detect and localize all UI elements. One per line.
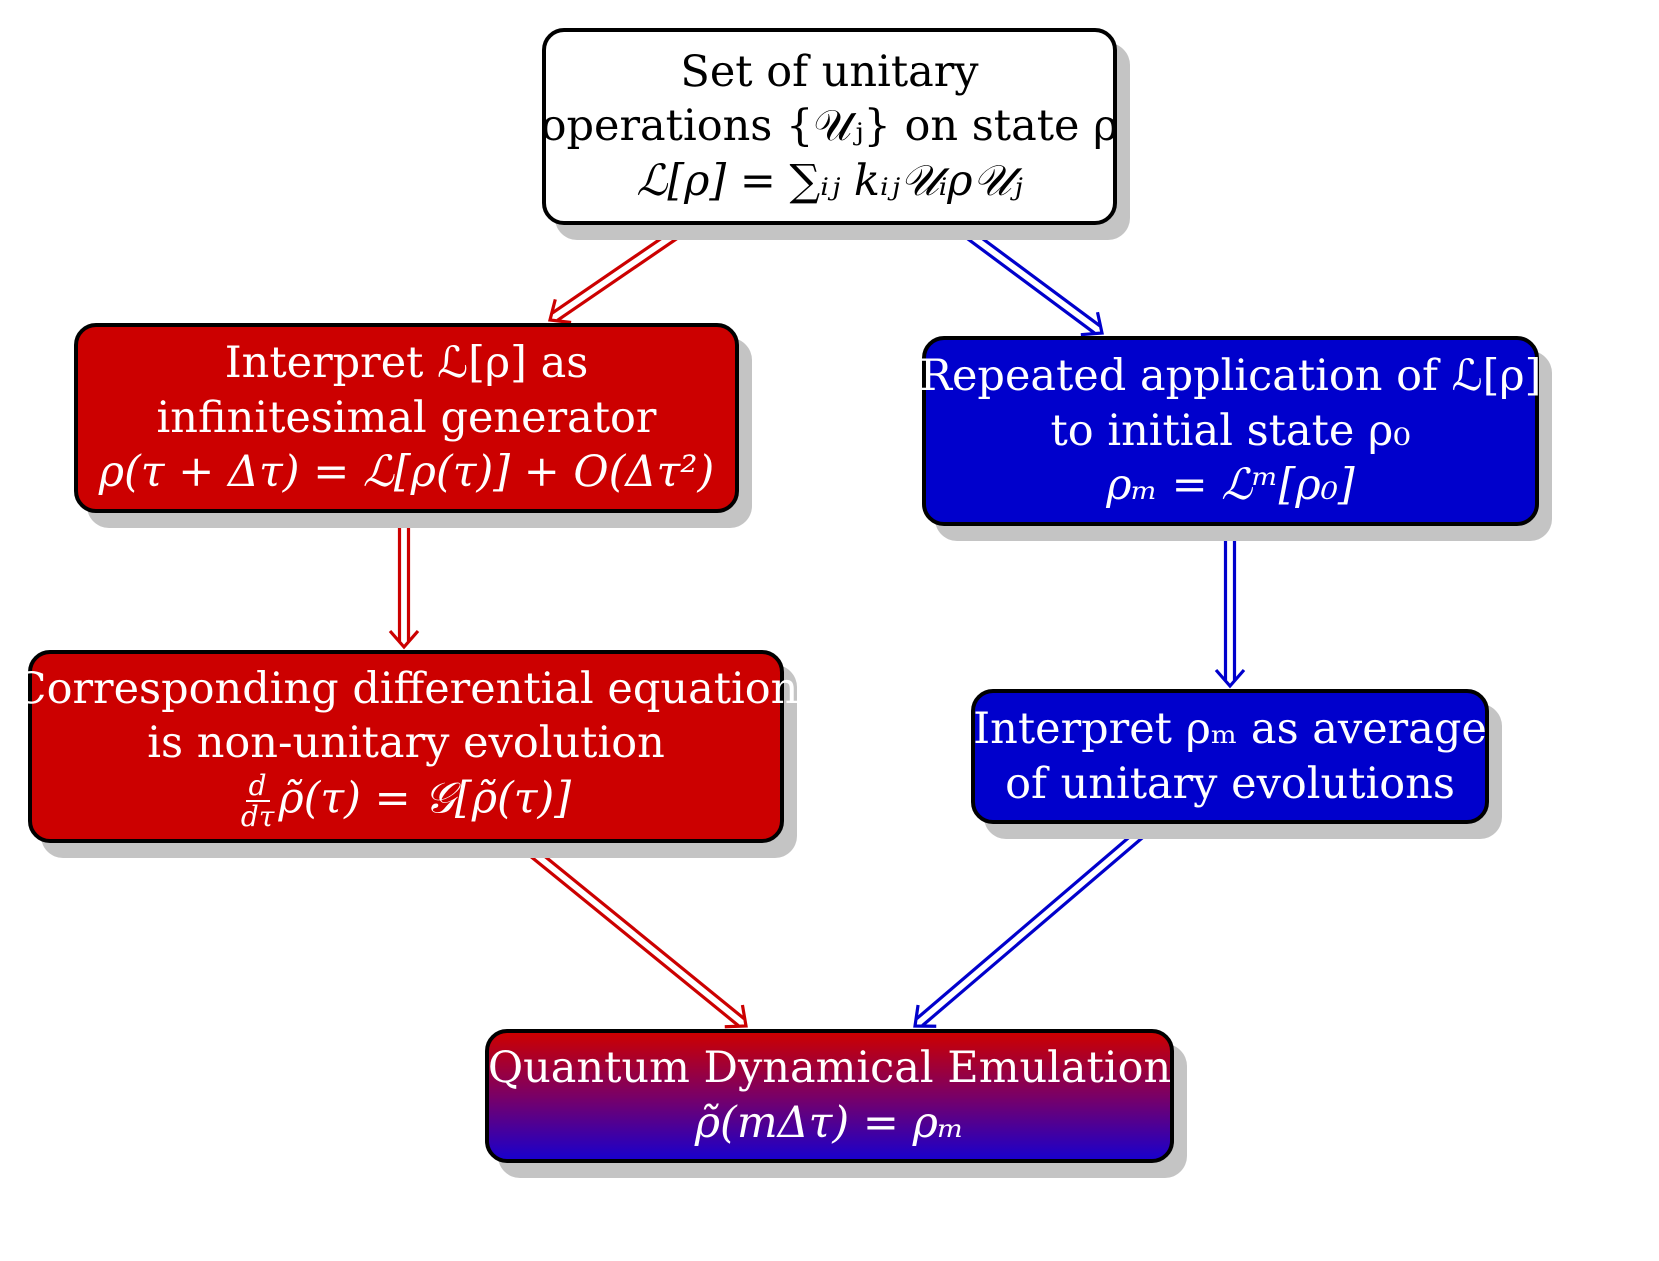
node-left2-formula-text: ρ̃(τ) = 𝒢[ρ̃(τ)] [278,773,572,824]
node-set-of-unitary-operations: Set of unitary operations {𝒰ⱼ} on state … [540,28,1119,225]
node-left1-line2: infinitesimal generator [156,392,657,443]
fraction-numerator: d [245,770,270,803]
fraction-denominator: dτ [240,800,275,834]
arrow-head [1080,311,1104,337]
node-right2-line2: of unitary evolutions [1005,758,1455,809]
node-left2-line1: Corresponding differential equation [13,663,799,714]
arrow-top-to-right1 [958,224,1104,337]
arrow-left1-to-left2 [388,516,420,650]
node-bottom-line1: Quantum Dynamical Emulation [487,1043,1172,1094]
arrow-head [724,1004,748,1029]
arrow-head [913,1004,937,1028]
node-top-formula: ℒ[ρ] = ∑ᵢⱼ kᵢⱼ𝒰ᵢρ𝒰ⱼ [636,155,1023,206]
arrow-head [388,629,420,650]
node-top-line2: operations {𝒰ⱼ} on state ρ [540,101,1119,152]
derivative-fraction: d dτ [240,770,275,834]
node-interpret-generator: Interpret ℒ[ρ] as infinitesimal generato… [74,323,739,513]
node-right2-line1: Interpret ρₘ as average [973,703,1487,754]
node-quantum-dynamical-emulation: Quantum Dynamical Emulation ρ̃(mΔτ) = ρₘ [485,1029,1174,1163]
node-right1-formula: ρₘ = ℒᵐ[ρ₀] [1106,460,1355,511]
arrow-head [1214,668,1246,689]
node-differential-equation: Corresponding differential equation is n… [14,650,798,843]
node-right1-line1: Repeated application of ℒ[ρ] [919,351,1542,402]
arrow-right2-to-bottom [913,822,1152,1028]
node-left2-formula: d dτ ρ̃(τ) = 𝒢[ρ̃(τ)] [240,770,572,834]
node-left1-line1: Interpret ℒ[ρ] as [224,338,589,389]
node-average-unitary-evolutions: Interpret ρₘ as average of unitary evolu… [971,689,1489,824]
node-top-line1: Set of unitary [680,46,979,97]
node-bottom-formula: ρ̃(mΔτ) = ρₘ [694,1098,965,1148]
arrow-left2-to-bottom [521,841,748,1029]
node-left2-line2: is non-unitary evolution [147,718,665,769]
arrow-head [547,299,572,325]
arrow-right1-to-right2 [1214,529,1246,689]
node-repeated-application: Repeated application of ℒ[ρ] to initial … [919,336,1542,526]
node-right1-line2: to initial state ρ₀ [1050,405,1411,456]
node-left1-formula: ρ(τ + Δτ) = ℒ[ρ(τ)] + O(Δτ²) [98,447,715,498]
